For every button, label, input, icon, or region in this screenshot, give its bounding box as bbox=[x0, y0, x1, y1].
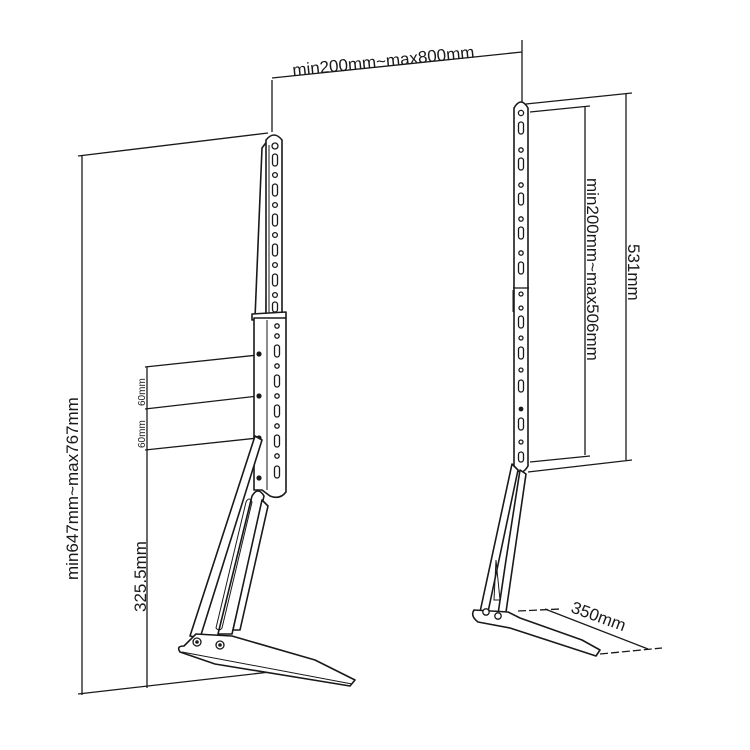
bracket-spacing-dimension: min200mm~max800mm bbox=[271, 40, 523, 132]
hole-pitch-upper-label: 60mm bbox=[137, 378, 148, 406]
vertical-adjust-dimension: min200mm~max506mm bbox=[529, 105, 602, 463]
hole-pitch-lower-label: 60mm bbox=[137, 420, 148, 448]
overall-height-label: min647mm~max767mm bbox=[63, 397, 82, 580]
hole-spacing-dimension: 60mm 60mm bbox=[137, 354, 259, 451]
overall-height-dimension: min647mm~max767mm bbox=[63, 132, 271, 695]
left-stand bbox=[177, 134, 356, 687]
right-stand bbox=[471, 101, 601, 657]
mount-height-dimension: 325.5mm bbox=[131, 450, 150, 688]
bracket-spacing-label: min200mm~max800mm bbox=[291, 43, 475, 80]
vertical-adjust-label: min200mm~max506mm bbox=[583, 178, 602, 361]
mount-height-label: 325.5mm bbox=[131, 541, 150, 612]
bracket-length-label: 531mm bbox=[624, 244, 643, 301]
bracket-length-dimension: 531mm bbox=[525, 92, 643, 473]
